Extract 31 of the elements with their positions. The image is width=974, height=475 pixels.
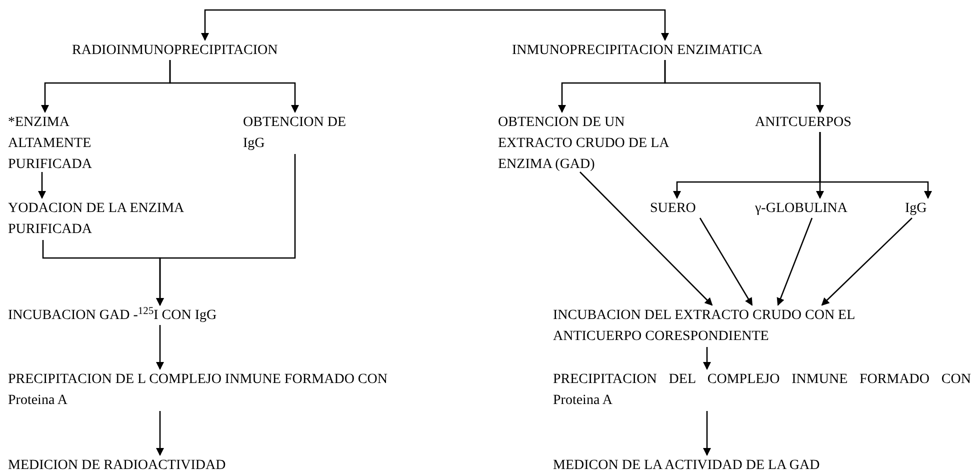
step-text: PRECIPITACION DEL COMPLEJO INMUNE FORMADO CON Proteina A — [553, 371, 971, 410]
arrow — [580, 172, 713, 306]
step-text: γ-GLOBULINA — [755, 200, 849, 218]
arrow — [664, 60, 824, 113]
arrow — [703, 347, 711, 370]
arrow — [821, 218, 912, 306]
step-text: INMUNOPRECIPITACION ENZIMATICA — [512, 42, 764, 60]
step-text: MEDICION DE RADIOACTIVIDAD — [8, 457, 227, 475]
step-text: OBTENCION DE IgG — [243, 114, 348, 153]
arrow — [435, 9, 669, 41]
arrow — [819, 132, 932, 199]
step-text: INCUBACION GAD -$^{125}$I CON IgG — [8, 305, 218, 325]
arrow — [703, 411, 711, 456]
arrow — [169, 60, 299, 113]
step-text: MEDICON DE LA ACTIVIDAD DE LA GAD — [553, 457, 821, 475]
step-text: PRECIPITACION DE L COMPLEJO INMUNE FORMADO CON Proteina A — [8, 371, 388, 410]
arrow — [156, 411, 164, 456]
arrow — [156, 325, 164, 370]
arrow — [156, 154, 296, 306]
arrow — [201, 9, 435, 41]
step-text: YODACION DE LA ENZIMA PURIFICADA — [8, 200, 185, 239]
step-text: *ENZIMA ALTAMENTE PURIFICADA — [8, 114, 94, 174]
step-text: IgG — [905, 200, 928, 218]
step-text: SUERO — [650, 200, 697, 218]
arrow — [38, 172, 46, 199]
arrow — [776, 218, 813, 306]
step-text: ANITCUERPOS — [755, 114, 852, 132]
step-text: INCUBACION DEL EXTRACTO CRUDO CON EL ANTICUERPO CORESPONDIENTE — [553, 307, 856, 346]
arrow — [699, 218, 753, 306]
step-text: OBTENCION DE UN EXTRACTO CRUDO DE LA ENZIMA (GAD) — [498, 114, 670, 174]
step-text: RADIOINMUNOPRECIPITACION — [72, 42, 279, 60]
